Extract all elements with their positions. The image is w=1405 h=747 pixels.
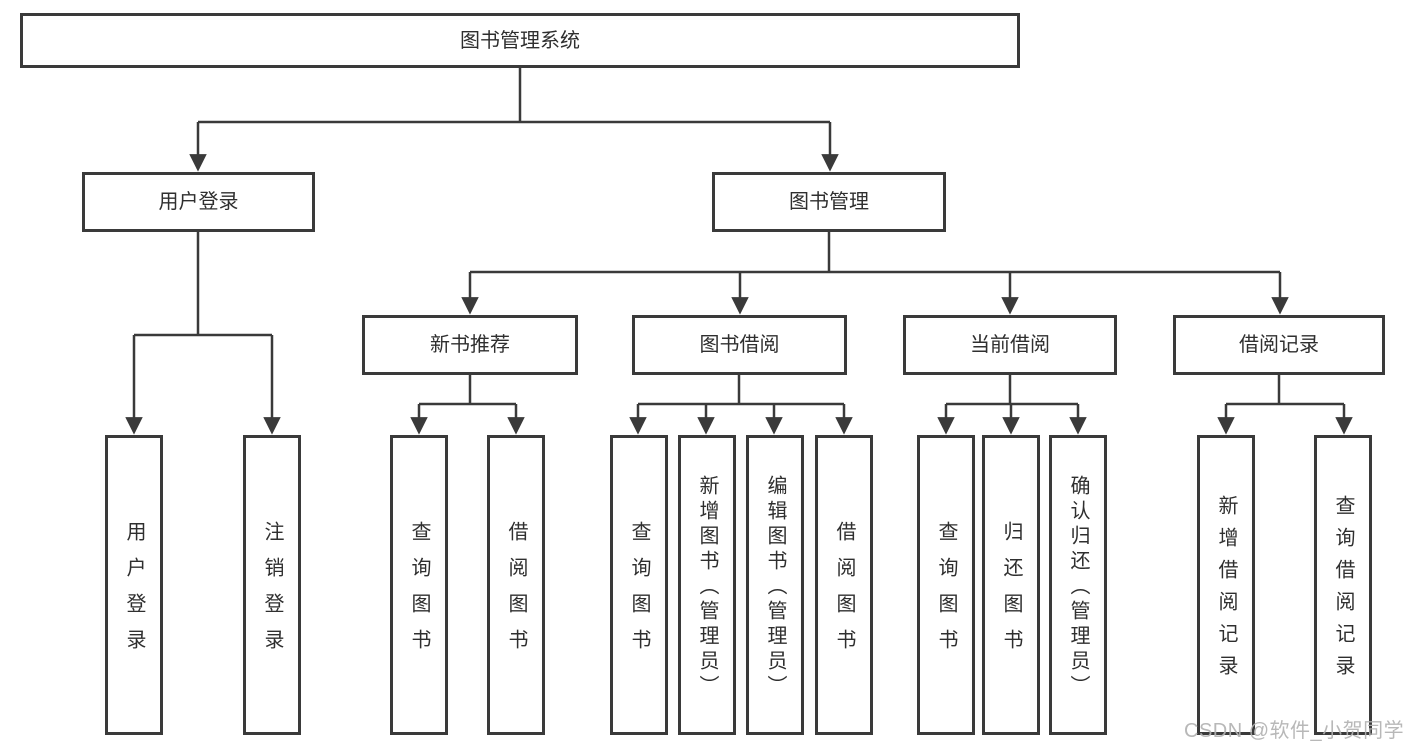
csdn-watermark: CSDN @软件_小贺同学: [1184, 720, 1405, 742]
leaf-add-books-admin: 新增图书（管理员）: [678, 435, 736, 735]
leaf-query-books: 查询图书: [390, 435, 448, 735]
leaf-borrow-books: 借阅图书: [487, 435, 545, 735]
node-new-book-recommend: 新书推荐: [362, 315, 578, 375]
node-book-management: 图书管理: [712, 172, 946, 232]
leaf-borrow-books: 借阅图书: [815, 435, 873, 735]
leaf-add-borrow-record: 新增借阅记录: [1197, 435, 1255, 735]
node-user-login: 用户登录: [82, 172, 315, 232]
leaf-query-books: 查询图书: [610, 435, 668, 735]
node-current-borrow: 当前借阅: [903, 315, 1117, 375]
leaf-return-books: 归还图书: [982, 435, 1040, 735]
leaf-edit-books-admin: 编辑图书（管理员）: [746, 435, 804, 735]
node-book-borrow: 图书借阅: [632, 315, 847, 375]
leaf-logout: 注销登录: [243, 435, 301, 735]
node-borrow-records: 借阅记录: [1173, 315, 1385, 375]
node-library-system: 图书管理系统: [20, 13, 1020, 68]
leaf-query-borrow-record: 查询借阅记录: [1314, 435, 1372, 735]
leaf-user-login: 用户登录: [105, 435, 163, 735]
leaf-confirm-return-admin: 确认归还（管理员）: [1049, 435, 1107, 735]
leaf-query-books: 查询图书: [917, 435, 975, 735]
